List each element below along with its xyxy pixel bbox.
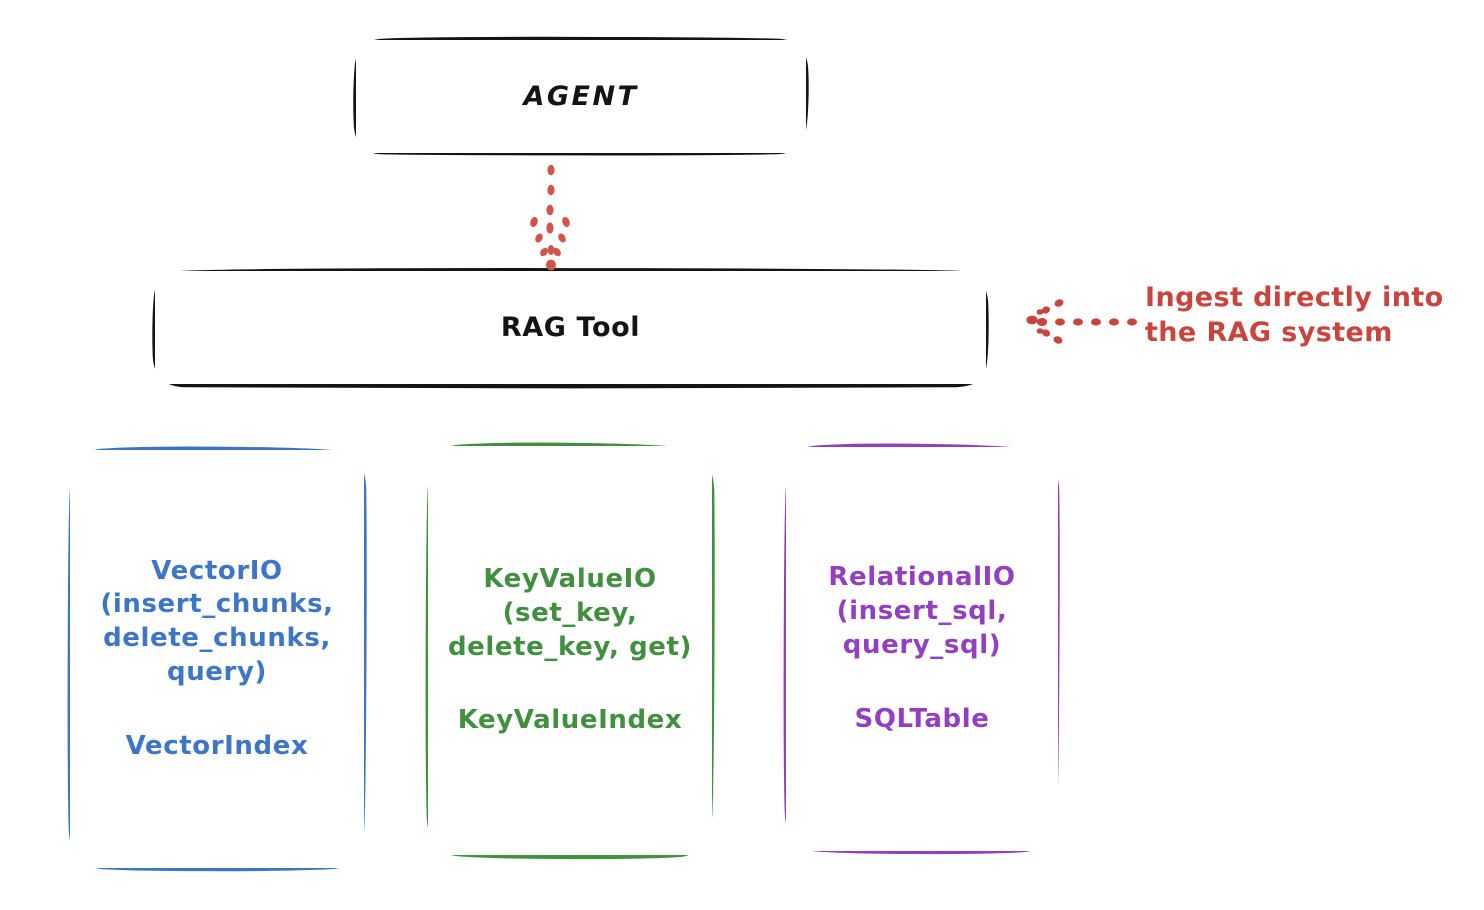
node-vector-io-sublabel: VectorIndex	[125, 730, 309, 761]
node-rag-tool-label: RAG Tool	[500, 311, 641, 343]
node-key-value-io-label: KeyValueIO (set_key, delete_key, get)	[447, 563, 693, 662]
node-relational-io-sublabel: SQLTable	[854, 703, 990, 734]
agent-to-rag-tool-arrow	[530, 164, 570, 271]
annotation-ingest-directly: Ingest directly into the RAG system	[1145, 282, 1444, 349]
node-agent[interactable]: AGENT	[356, 40, 806, 153]
node-rag-tool[interactable]: RAG Tool	[155, 271, 986, 384]
node-key-value-io[interactable]: KeyValueIO (set_key, delete_key, get) Ke…	[428, 446, 712, 855]
node-relational-io[interactable]: RelationalIO (insert_sql, query_sql) SQL…	[786, 447, 1058, 851]
node-relational-io-label: RelationalIO (insert_sql, query_sql)	[828, 562, 1016, 660]
ingest-to-rag-tool-arrow	[1026, 299, 1137, 344]
node-vector-io[interactable]: VectorIO (insert_chunks, delete_chunks, …	[70, 450, 364, 868]
node-agent-label: AGENT	[523, 80, 639, 112]
node-key-value-io-sublabel: KeyValueIndex	[457, 705, 683, 736]
node-vector-io-label: VectorIO (insert_chunks, delete_chunks, …	[100, 555, 334, 687]
